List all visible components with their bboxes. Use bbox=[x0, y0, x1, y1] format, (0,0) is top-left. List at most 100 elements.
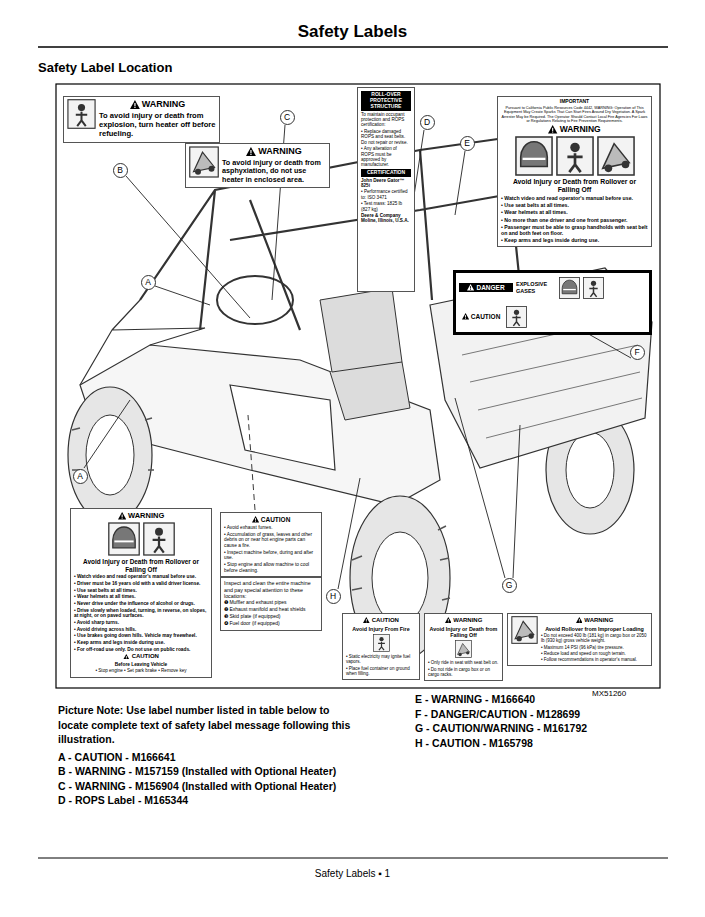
triangle-shape bbox=[123, 654, 130, 660]
pictogram-head bbox=[155, 528, 163, 536]
label-text: • Stop engine and allow machine to cool … bbox=[224, 562, 318, 573]
triangle-mark bbox=[552, 132, 553, 133]
heading-row: WARNING bbox=[222, 147, 326, 157]
triangle-shape bbox=[252, 516, 259, 522]
triangle-mark bbox=[251, 150, 252, 153]
pictogram-head bbox=[78, 104, 85, 111]
signal-word: CAUTION bbox=[471, 313, 501, 320]
label-layout: WARNING To avoid injury or death from asp… bbox=[189, 146, 326, 185]
pictogram-figure bbox=[567, 153, 582, 172]
callout-text: E bbox=[464, 139, 470, 148]
callout-text: D bbox=[424, 118, 430, 127]
pictogram-wheel bbox=[458, 653, 461, 656]
label-text: EXPLOSIVE GASES bbox=[516, 281, 556, 294]
leader-line bbox=[155, 286, 210, 305]
pictogram-figure bbox=[512, 315, 520, 325]
triangle-shape bbox=[130, 100, 140, 109]
label-text: • Do not ride in cargo box or on cargo r… bbox=[428, 667, 499, 678]
pictogram-figure bbox=[589, 286, 597, 296]
pictogram-wheel bbox=[195, 169, 201, 175]
label-text: • Reduce load and speed on rough terrain… bbox=[541, 651, 648, 656]
callout-letter: E bbox=[460, 136, 475, 151]
cargo-box bbox=[430, 268, 652, 468]
label-list-item: C - WARNING - M156904 (Installed with Op… bbox=[58, 779, 354, 794]
triangle-shape bbox=[462, 313, 469, 319]
warning-triangle bbox=[252, 516, 259, 522]
heading-row: WARNING bbox=[99, 100, 216, 110]
triangle-shape bbox=[246, 147, 256, 156]
label-text: Avoid Injury From Fire bbox=[346, 626, 416, 632]
triangle-mark bbox=[134, 107, 135, 108]
label-list-item: A - CAUTION - M166641 bbox=[58, 750, 354, 765]
callout-letter: C bbox=[280, 110, 295, 125]
callout-letter: D bbox=[420, 115, 435, 130]
figure-frame bbox=[56, 84, 660, 688]
signal-word: CAUTION bbox=[372, 617, 399, 624]
section-heading: Safety Label Location bbox=[38, 60, 172, 75]
pictogram-vehicle bbox=[515, 621, 534, 638]
triangle-mark bbox=[470, 286, 472, 288]
warning-triangle bbox=[548, 125, 557, 133]
warning-label: WARNING Avoid Injury or Death from Rollov… bbox=[70, 508, 212, 678]
pictogram bbox=[556, 136, 594, 176]
pictogram-head bbox=[379, 637, 383, 641]
pictogram-frame bbox=[108, 523, 138, 555]
pictogram-frame bbox=[556, 137, 592, 175]
label-text: To maintain occupant protection and ROPS… bbox=[361, 112, 411, 128]
pictogram-frame bbox=[143, 523, 173, 555]
rear-rim bbox=[566, 432, 614, 508]
label-text: • Keep arms and legs inside during use. bbox=[74, 640, 208, 646]
signal-word: DANGER bbox=[476, 284, 504, 291]
callout-letter: H bbox=[326, 589, 341, 604]
callout-text: A bbox=[145, 278, 151, 287]
triangle-mark bbox=[125, 656, 127, 658]
pictogram bbox=[559, 277, 580, 299]
pictogram-visor bbox=[522, 158, 545, 160]
label-text: • Wear helmets at all times. bbox=[74, 594, 208, 600]
pictogram-frame bbox=[597, 137, 633, 175]
pictogram bbox=[515, 136, 553, 176]
pictogram-row bbox=[501, 136, 648, 176]
label-text: CERTIFICATION bbox=[361, 169, 411, 177]
pictogram-row bbox=[74, 522, 208, 556]
label-text: • Place fuel container on ground when fi… bbox=[346, 666, 416, 677]
near-rim bbox=[372, 532, 428, 624]
triangle-mark bbox=[470, 289, 472, 291]
callout-text: F bbox=[634, 348, 639, 357]
pictogram-frame bbox=[373, 634, 389, 651]
triangle-mark bbox=[125, 658, 127, 660]
label-text: • Replace damaged ROPS and seat belts. D… bbox=[361, 129, 411, 145]
warning-label: WARNINGTo avoid injury or death from exp… bbox=[63, 96, 220, 143]
triangle-shape bbox=[445, 617, 452, 623]
label-text: ❶ Muffler and exhaust pipes bbox=[224, 600, 318, 606]
label-text-column: WARNING To avoid injury or death from asp… bbox=[222, 146, 326, 185]
warning-triangle bbox=[576, 617, 583, 623]
warning-triangle bbox=[246, 147, 256, 156]
pictogram-visor bbox=[563, 289, 576, 290]
label-text: Before Leaving Vehicle bbox=[74, 662, 208, 668]
label-text: Avoid Injury or Death from Rollover or F… bbox=[74, 558, 208, 573]
label-text: • Watch video and read operator's manual… bbox=[74, 574, 208, 580]
label-list-item: H - CAUTION - M165798 bbox=[415, 736, 685, 751]
pictogram-head bbox=[591, 281, 596, 286]
label-text: Inspect and clean the entire machine and… bbox=[224, 580, 318, 599]
pictogram-figure bbox=[152, 537, 165, 553]
text-column: E - WARNING - M166640F - DANGER/CAUTION … bbox=[415, 692, 685, 750]
label-text: • For off-road use only. Do not use on p… bbox=[74, 647, 208, 653]
triangle-shape bbox=[548, 125, 557, 133]
pictogram-frame bbox=[515, 137, 551, 175]
label-list-item: G - CAUTION/WARNING - M161792 bbox=[415, 721, 685, 736]
triangle-mark bbox=[121, 518, 123, 520]
label-text: To avoid injury or death from asphyxiati… bbox=[222, 159, 326, 184]
signal-word: WARNING bbox=[258, 147, 302, 157]
pictogram-frame bbox=[455, 641, 471, 658]
heading-row: CAUTION bbox=[74, 653, 208, 660]
heading-row: DANGER bbox=[459, 283, 513, 292]
label-list-item: E - WARNING - M166640 bbox=[415, 692, 685, 707]
warning-label: IMPORTANTPursuant to California Public R… bbox=[497, 96, 652, 247]
pictogram-wheel bbox=[466, 651, 469, 654]
heading-row: WARNING bbox=[74, 512, 208, 520]
pictogram bbox=[597, 136, 635, 176]
warning-triangle bbox=[445, 617, 452, 623]
